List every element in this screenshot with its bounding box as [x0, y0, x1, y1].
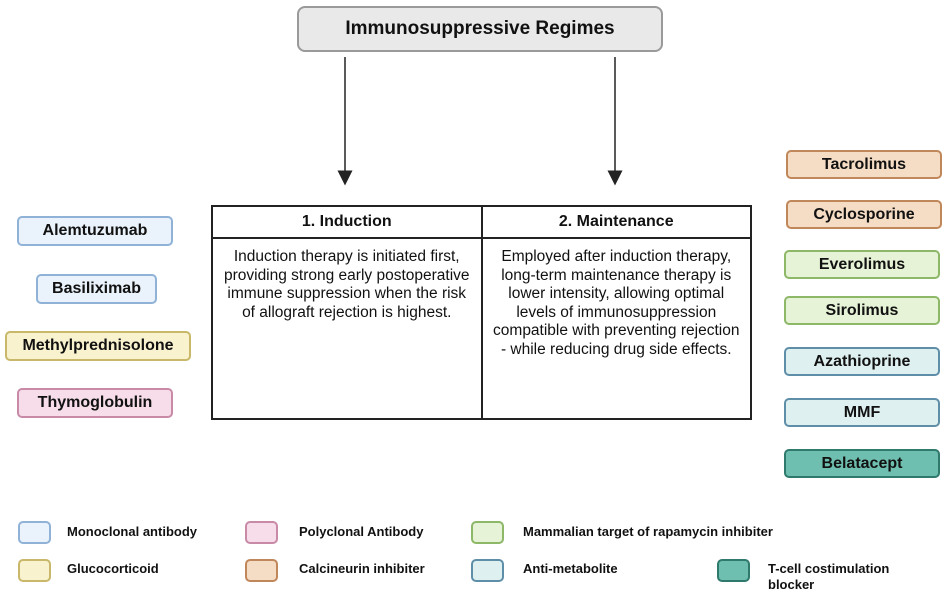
induction-column: 1. Induction Induction therapy is initia…: [213, 207, 481, 418]
induction-heading: 1. Induction: [213, 207, 481, 239]
drug-everolimus: Everolimus: [784, 250, 940, 279]
drug-tacrolimus: Tacrolimus: [786, 150, 942, 179]
legend-label-monoclonal: Monoclonal antibody: [67, 524, 197, 539]
drug-azathioprine: Azathioprine: [784, 347, 940, 376]
maintenance-heading: 2. Maintenance: [482, 207, 750, 239]
diagram-title: Immunosuppressive Regimes: [297, 6, 663, 52]
legend-label-mtor: Mammalian target of rapamycin inhibiter: [523, 524, 773, 539]
drug-thymoglobulin: Thymoglobulin: [17, 388, 173, 418]
drug-basiliximab: Basiliximab: [36, 274, 157, 304]
legend-label-antimetabolite: Anti-metabolite: [523, 561, 618, 576]
drug-belatacept: Belatacept: [784, 449, 940, 478]
legend-swatch-polyclonal: [245, 521, 278, 544]
legend-label-calcineurin: Calcineurin inhibiter: [299, 561, 425, 576]
legend-label-tcell: T-cell costimulation blocker: [768, 561, 890, 592]
legend-swatch-monoclonal: [18, 521, 51, 544]
drug-mmf: MMF: [784, 398, 940, 427]
legend-swatch-calcineurin: [245, 559, 278, 582]
regime-table: 1. Induction Induction therapy is initia…: [211, 205, 752, 420]
legend-swatch-glucocorticoid: [18, 559, 51, 582]
drug-cyclosporine: Cyclosporine: [786, 200, 942, 229]
induction-description: Induction therapy is initiated first, pr…: [223, 248, 470, 321]
drug-sirolimus: Sirolimus: [784, 296, 940, 325]
maintenance-column: 2. Maintenance Employed after induction …: [480, 207, 750, 418]
legend-swatch-mtor: [471, 521, 504, 544]
legend-swatch-antimetabolite: [471, 559, 504, 582]
drug-methylprednisolone: Methylprednisolone: [5, 331, 191, 361]
legend-label-glucocorticoid: Glucocorticoid: [67, 561, 159, 576]
legend-swatch-tcell: [717, 559, 750, 582]
drug-alemtuzumab: Alemtuzumab: [17, 216, 173, 246]
maintenance-description: Employed after induction therapy, long-t…: [493, 248, 740, 358]
legend-label-polyclonal: Polyclonal Antibody: [299, 524, 424, 539]
